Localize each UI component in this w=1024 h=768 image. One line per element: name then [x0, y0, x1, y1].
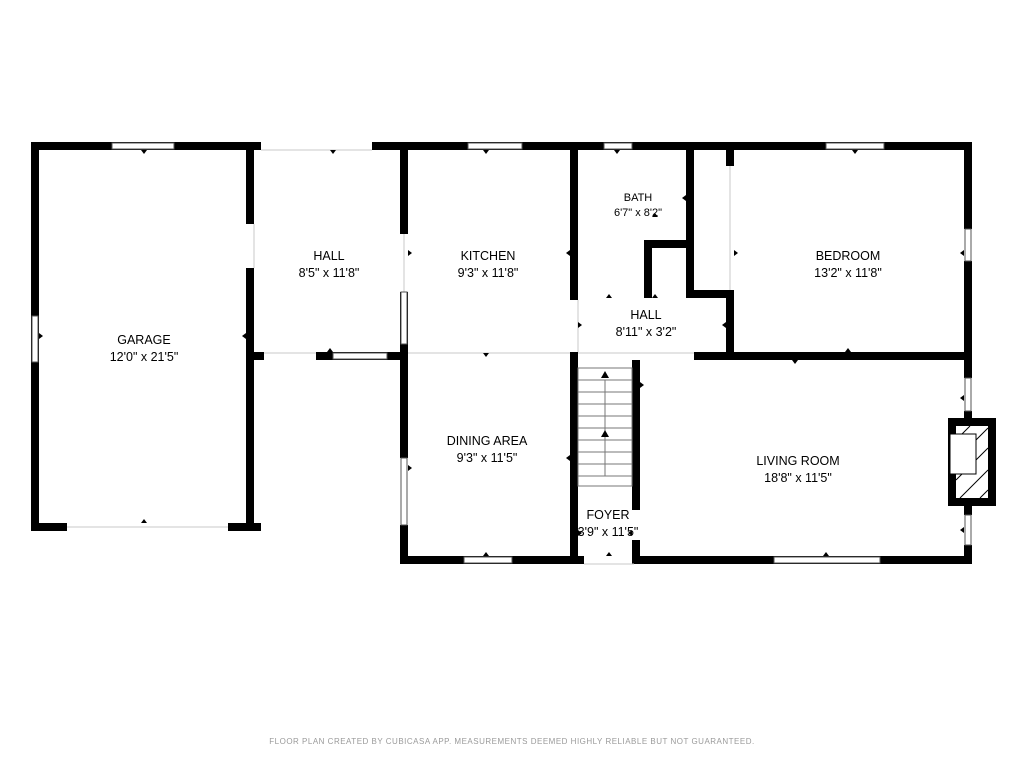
staircase — [577, 367, 633, 487]
room-size: 13'2" x 11'8" — [814, 266, 882, 280]
room-label-living: LIVING ROOM 18'8" x 11'5" — [756, 454, 839, 485]
house-windows — [400, 142, 972, 564]
room-name: HALL — [630, 308, 661, 322]
room-label-bedroom: BEDROOM 13'2" x 11'8" — [814, 249, 882, 280]
room-name: GARAGE — [117, 333, 171, 347]
room-size: 6'7" x 8'2" — [614, 207, 662, 219]
room-name: KITCHEN — [461, 249, 516, 263]
room-label-kitchen: KITCHEN 9'3" x 11'8" — [458, 249, 519, 280]
room-name: BATH — [624, 192, 653, 204]
room-size: 3'9" x 11'5" — [578, 525, 639, 539]
room-label-foyer: FOYER 3'9" x 11'5" — [578, 508, 639, 539]
room-name: HALL — [313, 249, 344, 263]
room-label-hall-center: HALL 8'11" x 3'2" — [616, 308, 677, 339]
room-label-hall-left: HALL 8'5" x 11'8" — [299, 249, 360, 280]
room-size: 18'8" x 11'5" — [764, 471, 832, 485]
room-label-bath: BATH 6'7" x 8'2" — [614, 192, 662, 219]
room-name: FOYER — [586, 508, 629, 522]
room-name: BEDROOM — [816, 249, 881, 263]
room-name: LIVING ROOM — [756, 454, 839, 468]
door-markers — [39, 150, 964, 556]
hall-left-walls — [261, 149, 404, 360]
garage-windows — [31, 142, 228, 528]
room-size: 9'3" x 11'5" — [457, 451, 518, 465]
room-size: 12'0" x 21'5" — [110, 350, 179, 364]
room-size: 8'11" x 3'2" — [616, 325, 677, 339]
room-label-garage: GARAGE 12'0" x 21'5" — [110, 333, 179, 364]
room-label-dining: DINING AREA 9'3" x 11'5" — [447, 434, 528, 465]
disclaimer-text: FLOOR PLAN CREATED BY CUBICASA APP. MEAS… — [269, 737, 755, 746]
interior-thin-lines — [253, 166, 731, 565]
room-name: DINING AREA — [447, 434, 528, 448]
room-size: 9'3" x 11'8" — [458, 266, 519, 280]
room-size: 8'5" x 11'8" — [299, 266, 360, 280]
